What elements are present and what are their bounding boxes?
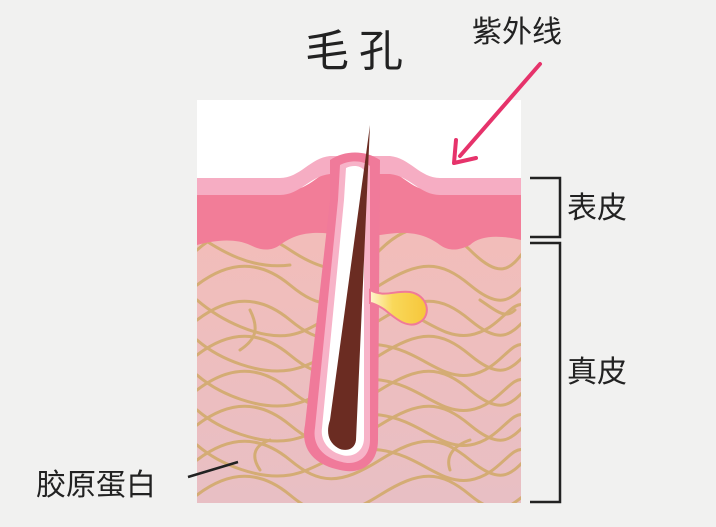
dermis-bracket: [530, 241, 562, 504]
epidermis-label: 表皮: [567, 191, 627, 226]
sebaceous-gland: [369, 288, 428, 326]
page-title: 毛孔: [305, 26, 413, 77]
epidermis-upper-layer: [197, 156, 521, 195]
dermis-label: 真皮: [567, 355, 627, 390]
uv-label: 紫外线: [472, 15, 562, 50]
collagen-fibers: [197, 226, 521, 503]
collagen-label: 胶原蛋白: [36, 468, 156, 503]
epidermis-bracket: [530, 176, 562, 239]
hair-shaft: [328, 125, 370, 450]
collagen-leader-line: [187, 460, 239, 479]
uv-arrow: [452, 62, 542, 165]
